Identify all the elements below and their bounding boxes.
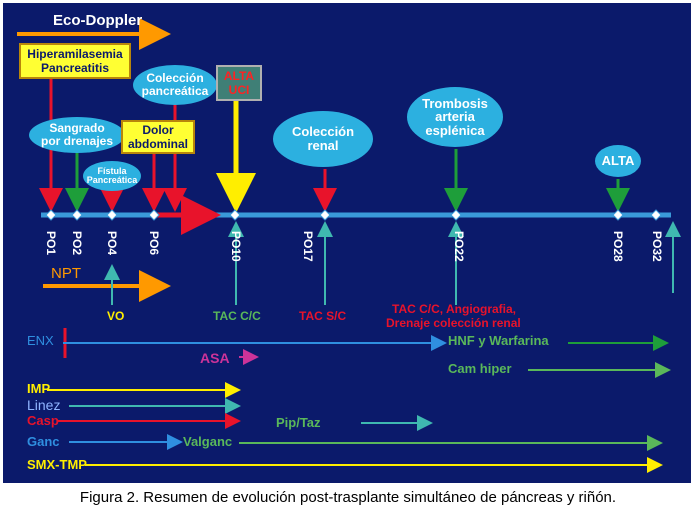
marker-po10 <box>229 209 241 221</box>
coleccion-panc-line1: Colección <box>146 71 204 86</box>
marker-po22 <box>450 209 462 221</box>
coleccion-renal-line2: renal <box>307 138 339 153</box>
dolor-line1: Dolor <box>142 123 174 137</box>
trombosis-line2: arteria <box>435 109 475 125</box>
figure-caption: Figura 2. Resumen de evolución post-tras… <box>79 489 617 506</box>
eco-doppler-label: Eco-Doppler <box>53 12 143 29</box>
coleccion-panc-ellipse: Colección pancreática <box>133 65 217 105</box>
tac-angio-line2: Drenaje colección renal <box>386 316 521 330</box>
coleccion-renal-ellipse: Colección renal <box>273 111 373 167</box>
marker-po28 <box>612 209 624 221</box>
coleccion-renal-line1: Colección <box>291 124 355 140</box>
hiperamilasemia-line1: Hiperamilasemia <box>27 47 123 61</box>
day-label-po10: PO10 <box>229 231 243 262</box>
ganc-label: Ganc <box>27 434 60 449</box>
pip-label: Pip/Taz <box>276 415 321 430</box>
timeline-markers <box>45 209 662 221</box>
sangrado-ellipse: Sangrado por drenajes <box>29 117 125 153</box>
alta-ellipse: ALTA <box>595 145 641 177</box>
day-label-po22: PO22 <box>452 231 466 262</box>
fistula-line1: Fístula <box>97 165 127 176</box>
trombosis-line3: esplénica <box>425 122 485 138</box>
day-label-po6: PO6 <box>147 231 161 256</box>
coleccion-panc-line2: pancreática <box>141 84 209 98</box>
fistula-line2: Pancreática <box>86 175 138 185</box>
smx-label: SMX-TMP <box>27 457 87 472</box>
dolor-box: Dolor abdominal <box>121 120 195 154</box>
enx-label: ENX <box>27 333 54 348</box>
alta-uci-line1: ALTA <box>223 69 255 83</box>
imp-label: IMP <box>27 381 51 396</box>
trombosis-line1: Trombosis <box>422 95 488 111</box>
tac-sc-label: TAC S/C <box>299 309 347 323</box>
fistula-ellipse: Fístula Pancreática <box>83 161 141 191</box>
sangrado-line1: Sangrado <box>49 121 105 136</box>
day-label-po4: PO4 <box>105 231 119 256</box>
hiperamilasemia-box: Hiperamilasemia Pancreatitis <box>19 43 131 79</box>
sangrado-line2: por drenajes <box>40 134 114 148</box>
marker-po6 <box>148 209 160 221</box>
npt-label: NPT <box>51 265 81 282</box>
cam-label: Cam hiper <box>448 361 512 376</box>
diagram-panel: Eco-Doppler NPT Hiperamilasemia Pancreat… <box>3 3 691 483</box>
casp-label: Casp <box>27 413 59 428</box>
day-label-po28: PO28 <box>611 231 625 262</box>
diagram-arrows <box>17 18 681 473</box>
tac-angio-line1: TAC C/C, Angiografia, <box>392 302 516 316</box>
day-label-po32: PO32 <box>650 231 664 262</box>
valganc-label: Valganc <box>183 434 233 449</box>
marker-po4 <box>106 209 118 221</box>
tac-cc-label: TAC C/C <box>213 309 261 323</box>
marker-po2 <box>71 209 83 221</box>
day-label-po2: PO2 <box>70 231 84 256</box>
alta-uci-box: ALTA UCI <box>216 65 262 101</box>
marker-po17 <box>319 209 331 221</box>
marker-po32 <box>650 209 662 221</box>
vo-label: VO <box>107 309 125 323</box>
day-label-po17: PO17 <box>301 231 315 262</box>
marker-po1 <box>45 209 57 221</box>
trombosis-ellipse: Trombosis arteria esplénica <box>407 87 503 147</box>
dolor-line2: abdominal <box>127 137 188 151</box>
alta-label: ALTA <box>601 153 635 169</box>
hiperamilasemia-line2: Pancreatitis <box>40 61 110 75</box>
linez-label: Linez <box>27 397 61 413</box>
day-label-po1: PO1 <box>44 231 58 256</box>
hnf-label: HNF y Warfarina <box>448 333 549 348</box>
asa-label: ASA <box>200 350 230 366</box>
alta-uci-line2: UCI <box>228 83 250 97</box>
